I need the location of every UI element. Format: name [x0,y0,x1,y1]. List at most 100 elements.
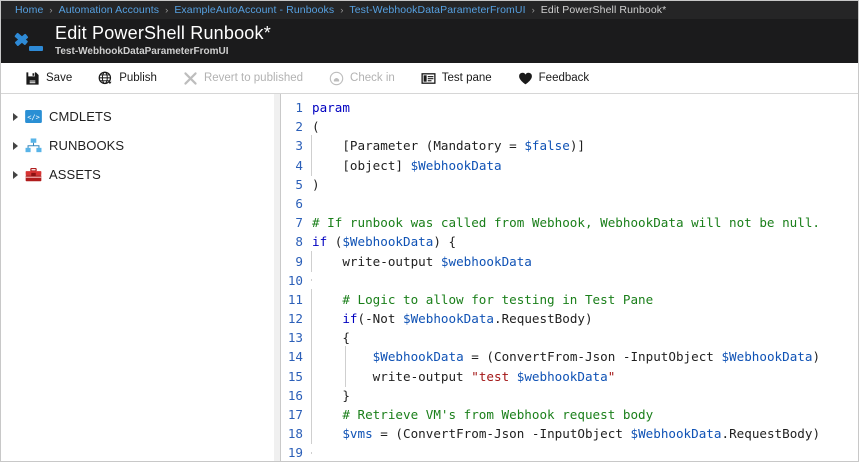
code-line[interactable]: 12 if(-Not $WebhookData.RequestBody) [281,308,858,330]
powershell-prompt-icon [13,24,47,58]
code-token-var: $WebhookData [403,311,495,327]
code-token-pln: ( [312,119,320,135]
code-line[interactable]: 15 write-output "test $webhookData" [281,365,858,387]
test-pane-icon [421,71,436,86]
revert-to-published-button: Revert to published [181,66,305,90]
code-text[interactable]: if(-Not $WebhookData.RequestBody) [311,308,858,330]
code-text[interactable]: $WebhookData = (ConvertFrom-Json -InputO… [311,346,858,368]
code-line[interactable]: 18 $vms = (ConvertFrom-Json -InputObject… [281,423,858,445]
code-text[interactable]: param [311,98,858,117]
code-text[interactable]: $vms = (ConvertFrom-Json -InputObject $W… [311,423,858,445]
sidebar-item-label: CMDLETS [49,109,112,124]
sidebar-item-runbooks[interactable]: RUNBOOKS [1,131,273,160]
sidebar-item-assets[interactable]: ASSETS [1,160,273,189]
save-icon [25,71,40,86]
code-token-kw: param [312,100,350,115]
code-token-pln: } [312,387,350,403]
code-token-pln: .RequestBody) [721,426,821,442]
pane-splitter[interactable] [273,94,281,461]
test-pane-button[interactable]: Test pane [419,66,494,90]
breadcrumb-item[interactable]: Test-WebhookDataParameterFromUI [349,4,526,16]
cmdlets-code-icon: </> [23,109,43,125]
line-number: 14 [287,349,303,365]
code-line[interactable]: 6 [281,194,858,213]
save-button[interactable]: Save [23,66,74,90]
code-token-str: "test [471,368,517,384]
indent-guide [311,365,312,387]
code-token-pln: = (ConvertFrom-Json -InputObject [463,349,722,365]
code-line[interactable]: 2( [281,117,858,136]
code-line[interactable]: 16 } [281,384,858,407]
code-line[interactable]: 14 $WebhookData = (ConvertFrom-Json -Inp… [281,346,858,368]
code-line[interactable]: 1 param [281,98,858,117]
code-token-pln: { [312,330,350,346]
breadcrumb-item[interactable]: Home [15,4,44,16]
line-number: 15 [287,368,303,384]
code-line[interactable]: 4 [object] $WebhookData [281,154,858,176]
breadcrumb-separator: › [340,4,344,16]
code-line[interactable]: 5) [281,175,858,194]
code-text[interactable]: # Logic to allow for testing in Test Pan… [311,288,858,311]
breadcrumb-item[interactable]: Automation Accounts [58,4,160,16]
chevron-right-icon[interactable] [7,170,23,179]
code-text[interactable]: write-output "test $webhookData" [311,365,858,387]
code-line[interactable]: 19 [281,443,858,461]
code-line[interactable]: 7# If runbook was called from Webhook, W… [281,213,858,232]
code-text[interactable]: ( [311,117,858,136]
publish-button[interactable]: Publish [96,66,159,90]
line-number: 17 [287,407,303,422]
code-line[interactable]: 13 { [281,327,858,349]
indent-guide [311,404,312,426]
line-number: 2 [295,119,303,135]
code-text[interactable]: } [311,384,858,407]
code-line[interactable]: 3 [Parameter (Mandatory = $false)] [281,135,858,157]
code-line[interactable]: 17 # Retrieve VM's from Webhook request … [281,404,858,426]
sidebar-item-cmdlets[interactable]: </> CMDLETS [1,102,273,131]
code-token-var: $WebhookData [372,349,464,365]
code-token-cmt: # Logic to allow for testing in Test Pan… [312,291,654,307]
code-text[interactable]: # Retrieve VM's from Webhook request bod… [311,404,858,426]
code-line[interactable]: 10 [281,271,858,290]
indent-guide [311,327,312,349]
code-text[interactable]: # If runbook was called from Webhook, We… [311,213,858,232]
code-line[interactable]: 11 # Logic to allow for testing in Test … [281,288,858,311]
code-token-pln: (-Not [357,311,404,327]
code-token-kw: if [342,311,358,327]
toolbar-button-label: Publish [119,72,157,84]
line-number: 1 [295,100,303,115]
code-text[interactable]: [object] $WebhookData [311,154,858,176]
code-text[interactable]: [Parameter (Mandatory = $false)] [311,135,858,157]
code-text[interactable]: { [311,327,858,349]
code-token-pln: = (ConvertFrom-Json -InputObject [372,426,631,442]
code-line[interactable]: 9 write-output $webhookData [281,250,858,272]
breadcrumb-separator: › [165,4,169,16]
line-number: 11 [287,291,303,307]
chevron-right-icon[interactable] [7,112,23,121]
breadcrumb: Home › Automation Accounts › ExampleAutoAcco… [1,1,858,19]
line-number: 4 [295,157,303,173]
code-token-var: $WebhookData [630,426,722,442]
code-text[interactable]: ) [311,175,858,194]
code-token-pln: ) [312,176,320,192]
code-token-pln: [Parameter (Mandatory = [312,138,525,154]
page-header: Edit PowerShell Runbook* Test-WebhookDat… [1,19,858,63]
breadcrumb-item[interactable]: ExampleAutoAccount - Runbooks [174,4,335,16]
code-text[interactable]: write-output $webhookData [311,250,858,272]
line-number: 16 [287,387,303,403]
code-text[interactable]: if ($WebhookData) { [311,232,858,251]
code-token-var: $webhookData [440,253,532,269]
indent-guide [311,279,312,282]
line-number: 3 [295,138,303,154]
line-number: 9 [295,253,303,269]
code-token-pln: ) { [433,234,457,250]
feedback-button[interactable]: Feedback [516,66,592,90]
code-token-cmt: # Retrieve VM's from Webhook request bod… [312,407,654,422]
indent-guide [311,288,312,311]
check-in-icon [329,71,344,86]
chevron-right-icon[interactable] [7,141,23,150]
svg-text:</>: </> [27,113,40,121]
